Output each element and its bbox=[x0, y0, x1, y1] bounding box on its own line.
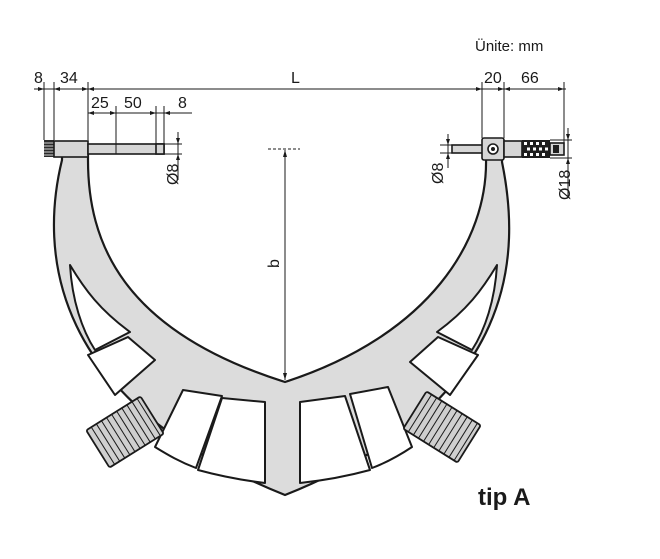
dim-anvil-1: 25 bbox=[91, 95, 109, 112]
spindle-assembly bbox=[451, 137, 565, 161]
anvil-assembly bbox=[44, 140, 165, 158]
anvil-holder bbox=[53, 140, 89, 158]
units-label: Ünite: mm bbox=[475, 37, 543, 55]
dim-top-left-1: 8 bbox=[34, 70, 43, 87]
right-grip-pad bbox=[403, 391, 481, 463]
dim-top-right-1: 20 bbox=[484, 70, 502, 87]
dim-top-left-2: 34 bbox=[60, 70, 78, 87]
anvil-cap bbox=[44, 140, 54, 157]
frame-cutout-5 bbox=[349, 386, 413, 469]
frame-cutout-6 bbox=[409, 336, 479, 396]
dimension-arrows bbox=[38, 87, 570, 380]
dim-depth: b bbox=[266, 259, 283, 268]
anvil-tip bbox=[155, 143, 165, 155]
sleeve bbox=[503, 140, 523, 158]
dim-thimble-diameter: Ø18 bbox=[557, 170, 574, 200]
dim-length: L bbox=[291, 70, 300, 87]
left-grip-pad bbox=[86, 396, 164, 468]
frame-cutout-4 bbox=[299, 395, 371, 484]
dim-anvil-diameter: Ø8 bbox=[165, 164, 182, 185]
frame-cutout-3 bbox=[197, 397, 266, 484]
frame-cutout-2 bbox=[154, 389, 223, 469]
frame-cutout-1 bbox=[87, 336, 156, 396]
micrometer-frame bbox=[52, 143, 511, 497]
dim-anvil-2: 50 bbox=[124, 95, 142, 112]
dim-anvil-3: 8 bbox=[178, 95, 187, 112]
dim-top-right-2: 66 bbox=[521, 70, 539, 87]
dim-spindle-diameter: Ø8 bbox=[430, 163, 447, 184]
frame-cutout-left bbox=[69, 264, 131, 351]
frame-cutout-right bbox=[436, 264, 498, 351]
spindle-rod bbox=[451, 144, 485, 154]
anvil-rod bbox=[87, 143, 165, 155]
type-label: tip A bbox=[478, 484, 530, 511]
